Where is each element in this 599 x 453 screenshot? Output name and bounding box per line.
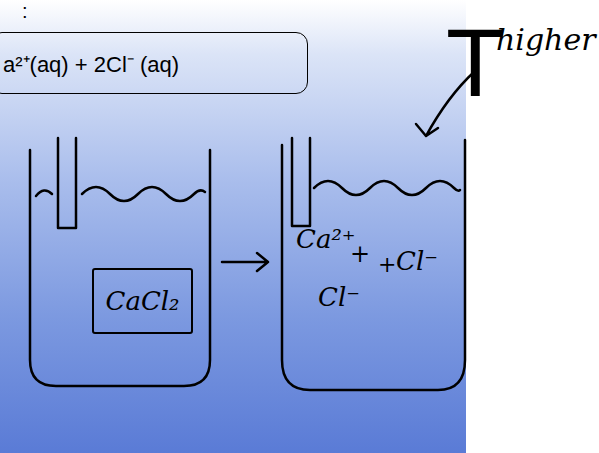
solid-sample-box: CaCl₂	[92, 268, 193, 334]
thermometer	[292, 138, 310, 226]
cut-heading: :	[22, 0, 28, 23]
annotation: higher	[496, 22, 596, 57]
water-surface	[314, 181, 460, 195]
water-surface	[36, 187, 205, 201]
ion-label: Cl⁻	[318, 282, 360, 312]
temperature-symbol: T	[446, 8, 505, 118]
node-text: a²⁺(aq) + 2Cl⁻ (aq)	[3, 48, 179, 78]
node-text: CaCl₂	[105, 286, 179, 316]
plus-sign: +	[378, 252, 396, 277]
ion-label: Ca²⁺	[296, 224, 356, 254]
thermometer	[58, 138, 76, 228]
reaction-arrow	[222, 253, 268, 271]
ion-label: Cl⁻	[396, 246, 438, 276]
plus-sign: +	[350, 240, 370, 268]
equation-box: a²⁺(aq) + 2Cl⁻ (aq)	[0, 32, 308, 94]
